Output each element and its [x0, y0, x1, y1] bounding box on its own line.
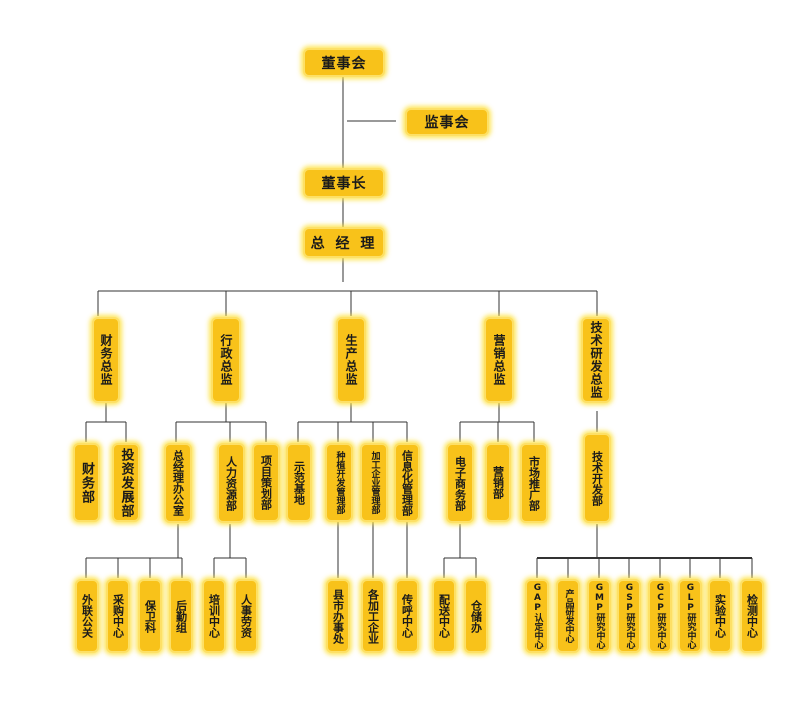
ecommerce-dept-node: 电子商务部	[446, 443, 474, 523]
demo-base-node: 示范基地	[286, 443, 312, 522]
delivery-center-node: 配送中心	[432, 579, 456, 653]
personnel-wages-node: 人事劳资	[234, 579, 258, 653]
finance-dept-node: 财务部	[73, 443, 100, 522]
project-planning-dept-node: 项目策划部	[252, 443, 280, 522]
storage-office-node: 仓储办	[464, 579, 488, 653]
testing-center-node: 检测中心	[740, 579, 764, 653]
gsp-research-center-node: GSP研究中心	[617, 579, 641, 653]
gm-office-node: 总经理办公室	[164, 443, 192, 523]
security-section-node: 保卫科	[138, 579, 162, 653]
gmp-research-center-node: GMP研究中心	[587, 579, 611, 653]
admin-director-node: 行政总监	[211, 317, 241, 403]
glp-research-center-node: GLP研究中心	[678, 579, 702, 653]
gap-cert-center-node: GAP认定中心	[525, 579, 549, 653]
marketing-director-node: 营销总监	[484, 317, 514, 403]
board-node: 董事会	[303, 48, 385, 77]
purchasing-center-node: 采购中心	[106, 579, 130, 653]
chairman-node: 董事长	[303, 168, 385, 198]
hr-dept-node: 人力资源部	[217, 443, 245, 523]
tech-rd-director-node: 技术研发总监	[581, 317, 611, 403]
general-manager-node: 总 经 理	[303, 227, 385, 258]
county-office-node: 县市办事处	[326, 579, 350, 653]
external-pr-node: 外联公关	[75, 579, 99, 653]
processing-enterprises-node: 各加工企业	[361, 579, 385, 653]
sales-dept-node: 营销部	[485, 443, 511, 522]
it-mgmt-dept-node: 信息化管理部	[394, 443, 420, 522]
gcp-research-center-node: GCP研究中心	[648, 579, 672, 653]
investment-dept-node: 投资发展部	[112, 443, 140, 522]
market-promotion-dept-node: 市场推广部	[520, 443, 548, 523]
training-center-node: 培训中心	[202, 579, 226, 653]
product-rd-center-node: 产品研发中心	[556, 579, 580, 653]
tech-dev-dept-node: 技术开发部	[583, 433, 611, 523]
logistics-group-node: 后勤组	[169, 579, 193, 653]
planting-mgmt-dept-node: 种植开发管理部	[325, 443, 353, 522]
call-center-node: 传呼中心	[395, 579, 419, 653]
finance-director-node: 财务总监	[92, 317, 120, 403]
processing-mgmt-dept-node: 加工企业管理部	[360, 443, 388, 522]
lab-center-node: 实验中心	[708, 579, 732, 653]
production-director-node: 生产总监	[336, 317, 366, 403]
supervisory-board-node: 监事会	[405, 108, 489, 136]
